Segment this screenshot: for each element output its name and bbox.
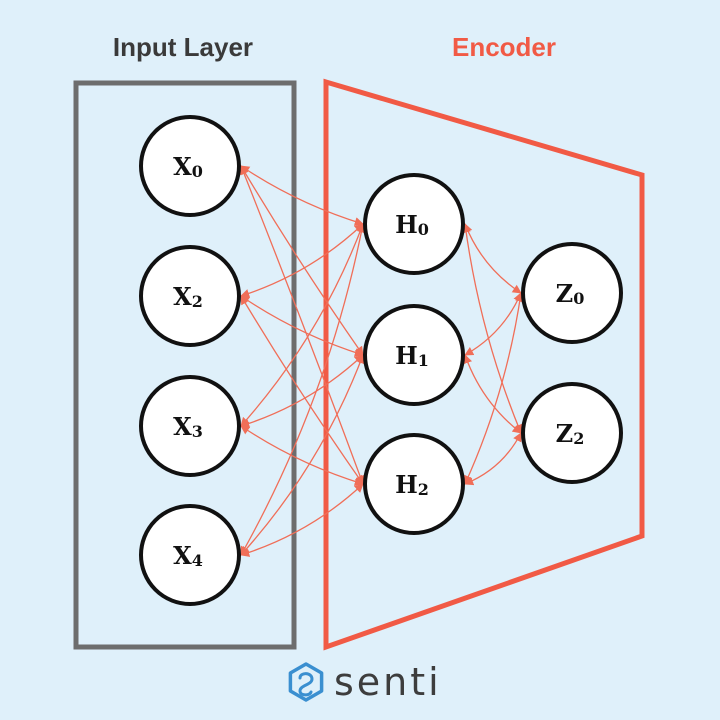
node-z2: Z2 [521, 382, 623, 484]
edge-h0-z0 [463, 223, 522, 294]
edge-x4-h1 [240, 354, 365, 556]
node-h2: H2 [363, 433, 465, 535]
edge-x3-h1 [240, 354, 364, 428]
senti-logo-icon [288, 662, 324, 702]
node-z2-circle [521, 382, 623, 484]
node-x4-label: X4 [173, 541, 203, 570]
node-h0-circle [363, 173, 465, 275]
node-h2-label: H2 [395, 470, 429, 499]
edge-h0-z2 [461, 223, 523, 434]
connection-edges [239, 165, 525, 557]
node-z2-label: Z2 [556, 419, 585, 448]
node-h2-circle [363, 433, 465, 535]
edge-x2-h2 [240, 295, 364, 485]
input-layer-title: Input Layer [113, 32, 253, 62]
edge-x4-h2 [240, 483, 364, 557]
node-x0-circle [139, 115, 241, 217]
node-x4: X4 [139, 504, 241, 606]
node-z0: Z0 [521, 242, 623, 344]
edge-h2-z0 [464, 292, 525, 485]
encoder-title: Encoder [452, 32, 556, 62]
edge-x0-h0 [240, 165, 364, 226]
node-z0-circle [521, 242, 623, 344]
node-h1-circle [363, 304, 465, 406]
node-x2: X2 [139, 245, 241, 347]
node-x4-circle [139, 504, 241, 606]
edge-h1-z0 [464, 292, 522, 356]
edge-h1-z2 [463, 354, 522, 434]
node-h1-label: H1 [395, 341, 429, 370]
node-x3-label: X3 [173, 412, 203, 441]
node-x2-label: X2 [173, 282, 203, 311]
node-h0-label: H0 [395, 210, 429, 239]
node-z0-label: Z0 [556, 279, 585, 308]
brand-name: senti [334, 660, 442, 704]
node-x2-circle [139, 245, 241, 347]
node-x3: X3 [139, 375, 241, 477]
node-x0: X0 [139, 115, 241, 217]
node-h1: H1 [363, 304, 465, 406]
edge-x2-h0 [240, 223, 364, 298]
edge-h2-z2 [464, 432, 522, 486]
node-h0: H0 [363, 173, 465, 275]
edge-x4-h0 [240, 223, 366, 556]
node-x3-circle [139, 375, 241, 477]
node-x0-label: X0 [173, 152, 203, 181]
